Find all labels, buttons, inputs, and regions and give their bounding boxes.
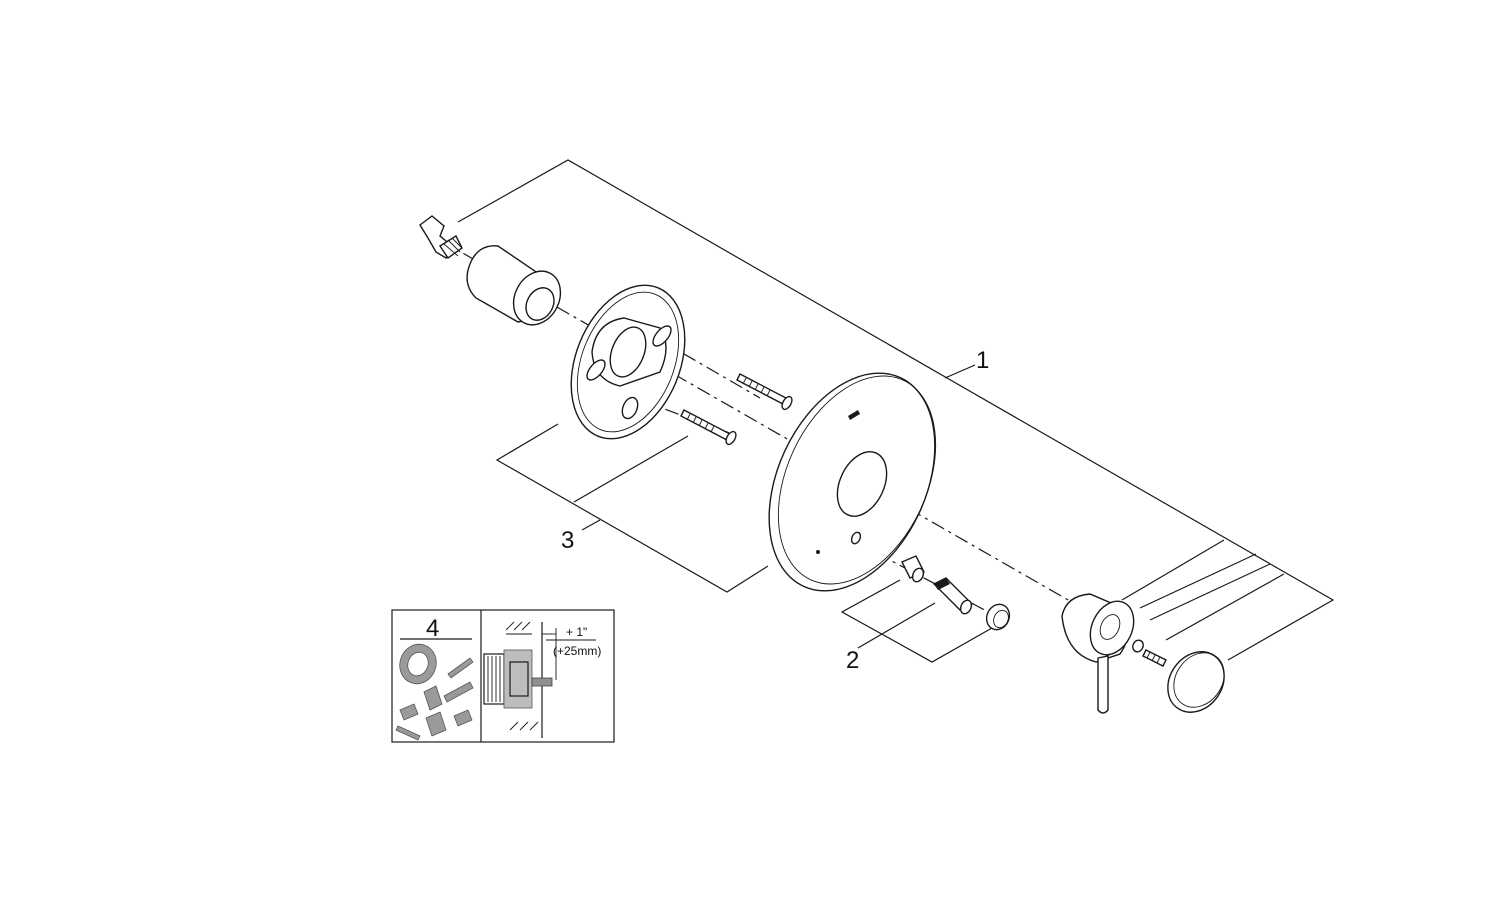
callout-4: 4 [426, 615, 439, 642]
callout-2: 2 [846, 647, 859, 674]
handle-cap [1167, 651, 1225, 713]
wall-section-drawing: + 1" (+25mm) [483, 621, 601, 738]
screw-lower [680, 409, 737, 446]
bracket-1 [457, 159, 1335, 661]
mounting-plate [570, 284, 686, 440]
handle-lever [1061, 593, 1135, 714]
sleeve-cylinder [466, 245, 562, 326]
diverter-knob [985, 603, 1011, 631]
cartridge-adapter [419, 215, 463, 259]
screw-upper [736, 373, 793, 411]
dimension-metric-label: (+25mm) [553, 644, 601, 658]
handle-screw [1142, 649, 1167, 667]
inset-panel: 4 [391, 609, 615, 743]
bracket-2 [840, 579, 993, 663]
extension-kit-parts [395, 643, 474, 741]
callout-1: 1 [976, 347, 989, 374]
diverter-stem [932, 577, 974, 615]
dimension-label: + 1" [566, 625, 587, 639]
callout-3: 3 [561, 527, 574, 554]
diverter-small-bushing [901, 555, 925, 583]
escutcheon-plate [768, 372, 937, 592]
washer [1132, 639, 1144, 653]
bracket-3 [495, 423, 769, 593]
